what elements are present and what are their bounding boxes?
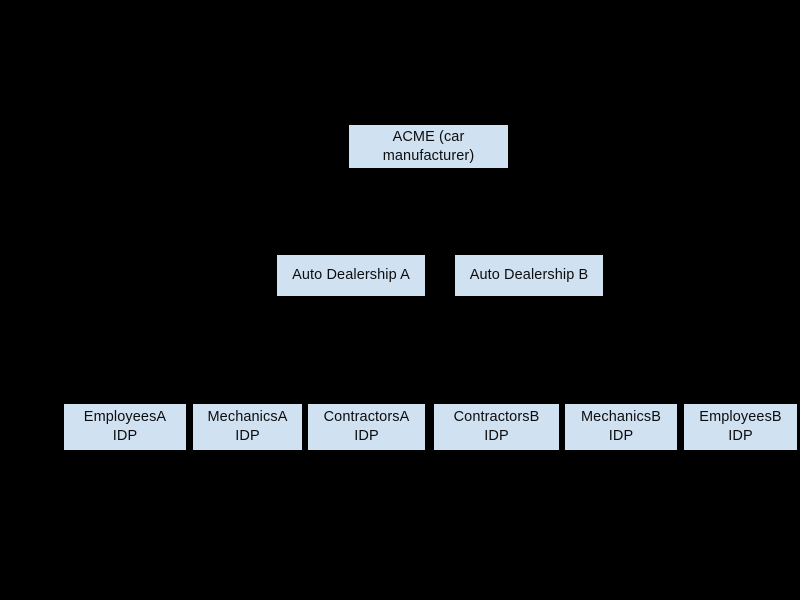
node-contractorsb-idp-label: ContractorsB IDP [453,409,540,444]
node-contractorsa-idp-label: ContractorsA IDP [323,409,410,444]
node-employeesb-idp-label: EmployeesB IDP [699,409,782,444]
edge-dealer-b-to-employees-b [528,296,741,404]
node-mechanicsb-idp-label: MechanicsB IDP [581,409,661,444]
node-employeesa-idp-label: EmployeesA IDP [83,409,167,444]
node-auto-dealership-b-label: Auto Dealership B [469,267,589,283]
node-auto-dealership-a[interactable]: Auto Dealership A [277,255,425,296]
node-employeesb-idp[interactable]: EmployeesB IDP [684,404,797,450]
node-mechanicsb-idp[interactable]: MechanicsB IDP [565,404,677,450]
node-acme-label: ACME (car manufacturer) [382,128,475,164]
edge-dealer-a-to-employees-a [124,296,352,404]
edge-dealer-a-to-contractors-a [350,296,367,404]
node-auto-dealership-b[interactable]: Auto Dealership B [455,255,603,296]
edge-acme-to-dealer-a [350,168,429,255]
edge-dealer-b-to-contractors-b [495,296,530,404]
node-mechanicsa-idp[interactable]: MechanicsA IDP [193,404,302,450]
node-acme[interactable]: ACME (car manufacturer) [349,125,508,168]
edge-acme-to-dealer-b [427,168,530,255]
node-mechanicsa-idp-label: MechanicsA IDP [207,409,288,444]
node-contractorsb-idp[interactable]: ContractorsB IDP [434,404,559,450]
node-auto-dealership-a-label: Auto Dealership A [292,267,410,283]
node-contractorsa-idp[interactable]: ContractorsA IDP [308,404,425,450]
edge-dealer-a-to-mechanics-a [246,296,352,404]
edge-dealer-b-to-mechanics-b [528,296,622,404]
node-employeesa-idp[interactable]: EmployeesA IDP [64,404,186,450]
